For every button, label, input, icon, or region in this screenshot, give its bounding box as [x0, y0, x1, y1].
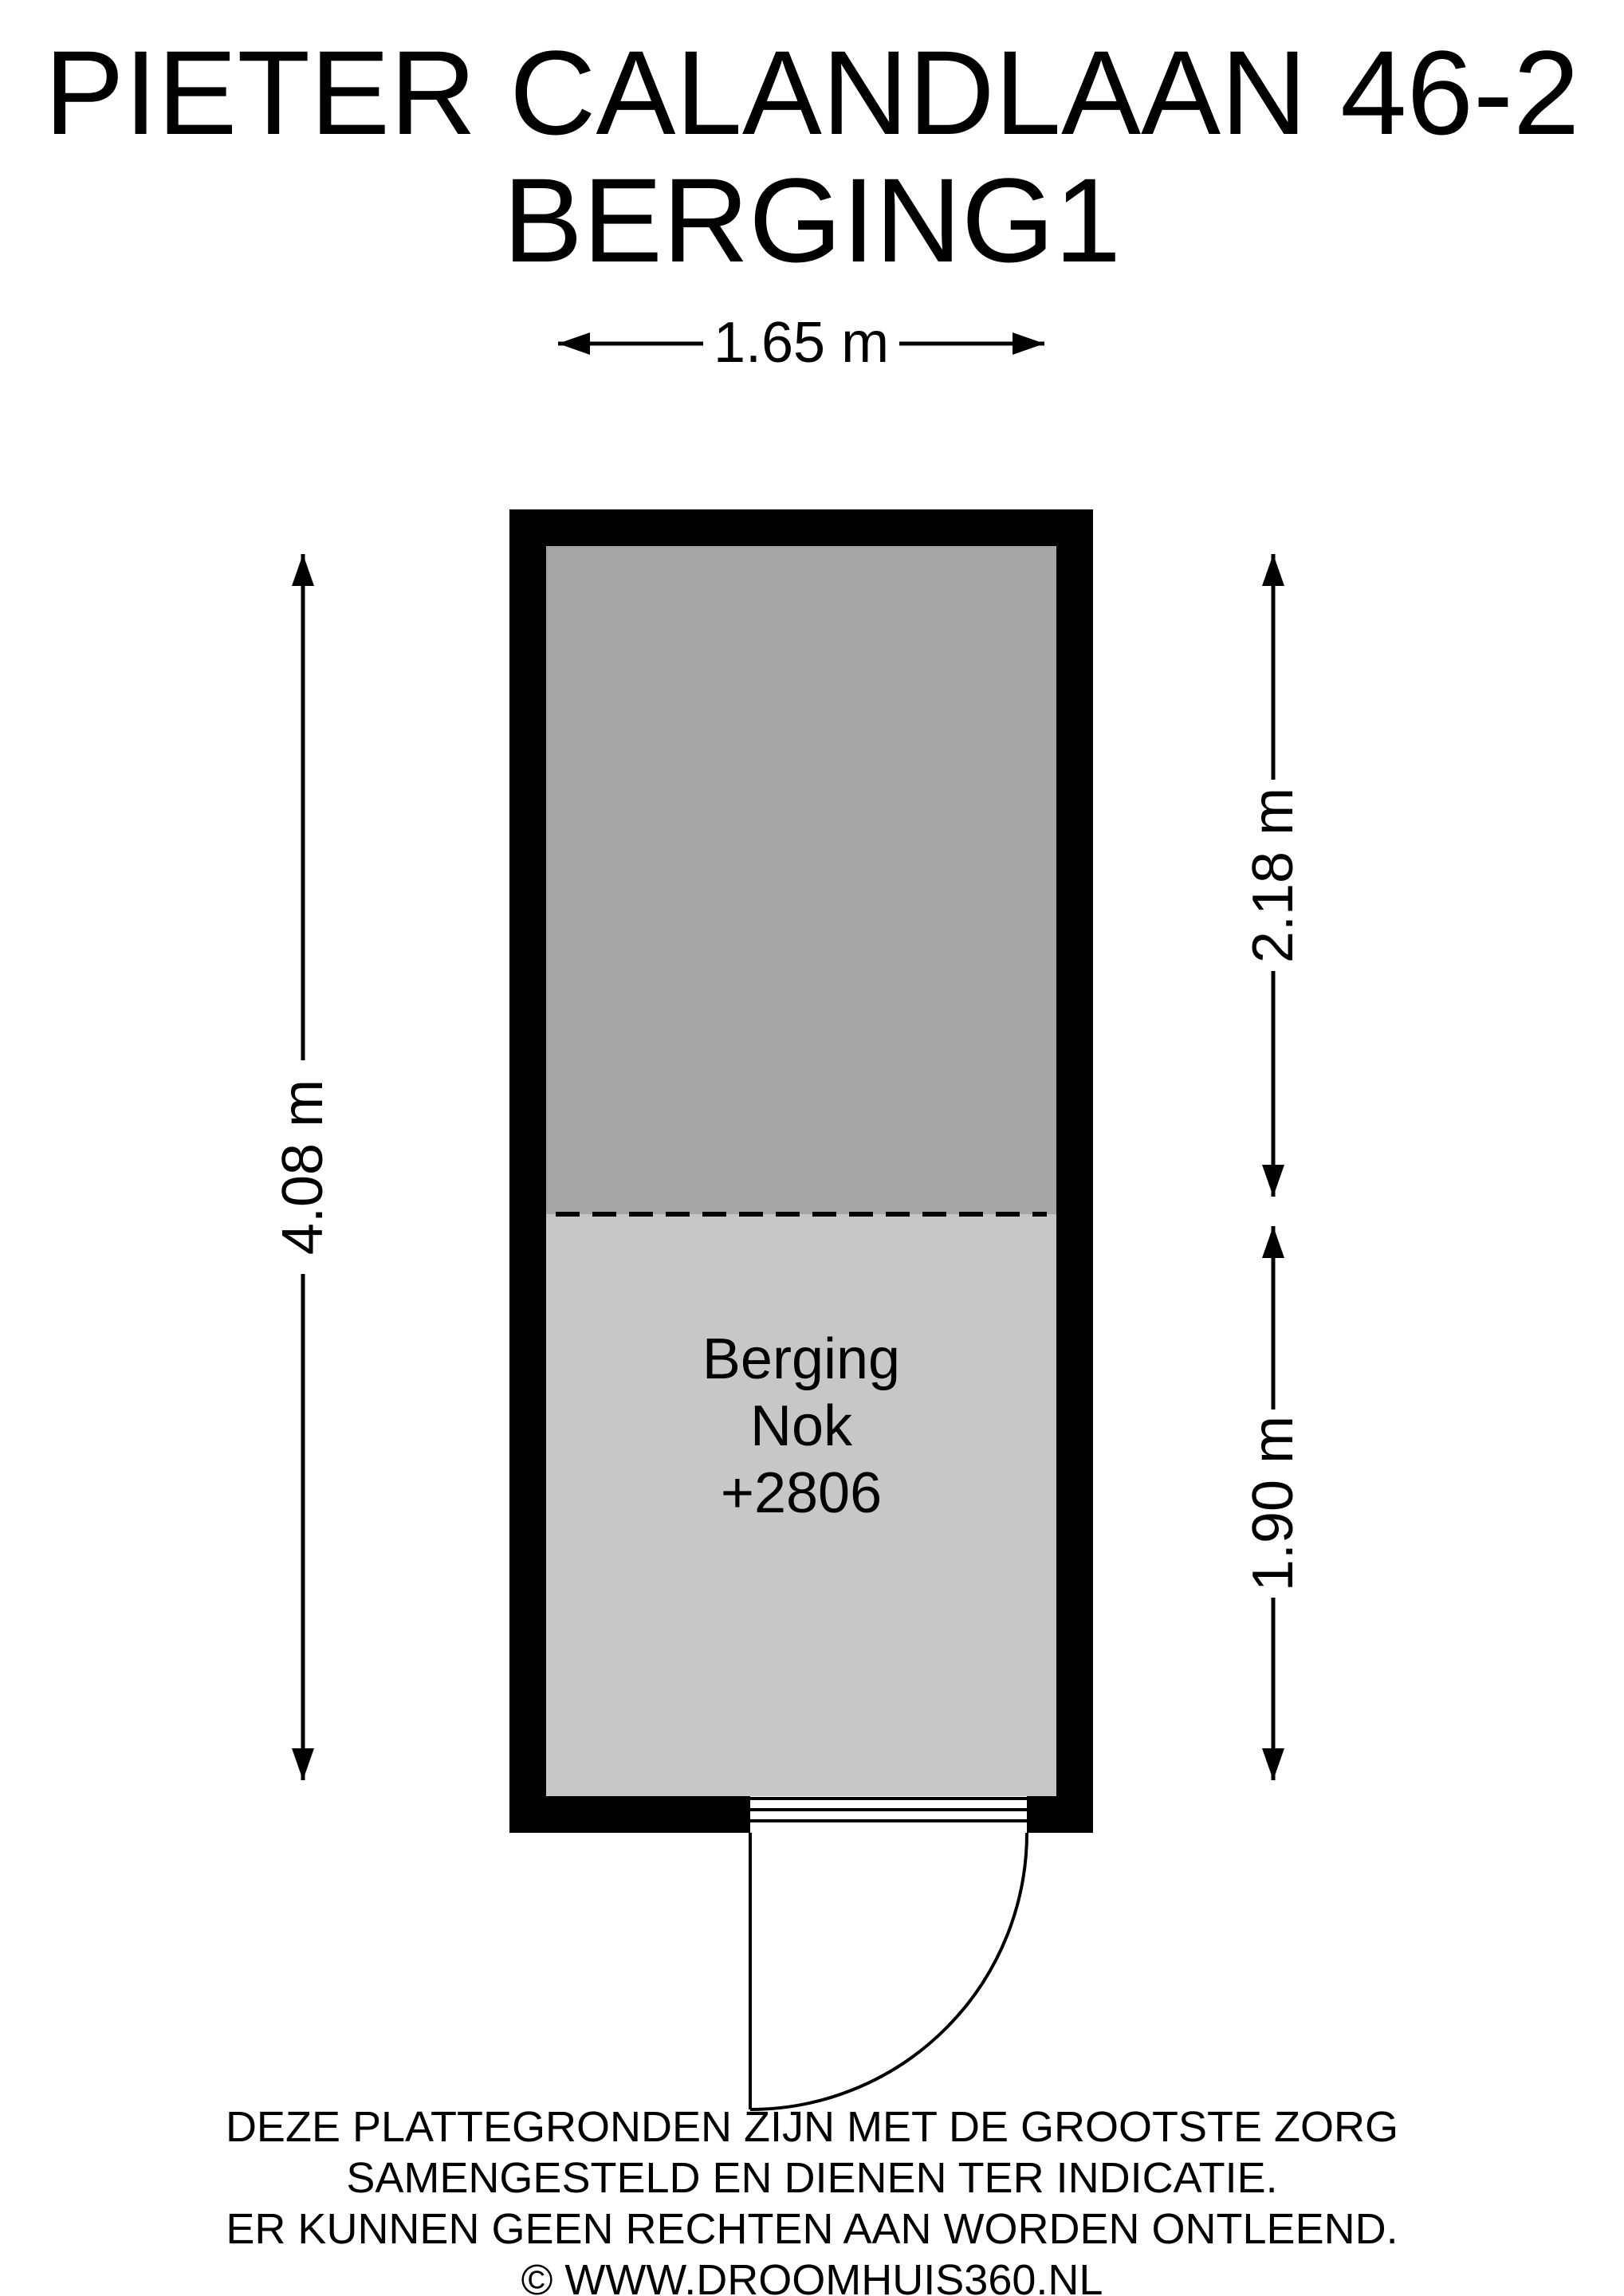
- room-label-name: Berging: [702, 1327, 901, 1391]
- footer-line: SAMENGESTELD EN DIENEN TER INDICATIE.: [346, 2154, 1278, 2202]
- arrowhead-down-icon: [1262, 1165, 1284, 1197]
- door-swing-arc: [749, 1832, 1028, 2111]
- room-label-height: +2806: [720, 1461, 883, 1525]
- room-label: Berging Nok +2806: [546, 1326, 1056, 1527]
- door-opening: [750, 1796, 1027, 1833]
- footer-line: © WWW.DROOMHUIS360.NL: [521, 2256, 1103, 2296]
- footer-disclaimer: DEZE PLATTEGRONDEN ZIJN MET DE GROOTSTE …: [0, 2101, 1624, 2296]
- room-upper-area: [546, 546, 1056, 1214]
- total-height-dimension-label: 4.08 m: [271, 1079, 335, 1256]
- room-label-nok: Nok: [749, 1394, 853, 1458]
- arrowhead-down-icon: [292, 1748, 314, 1780]
- width-dimension-label: 1.65 m: [713, 311, 890, 375]
- arrowhead-down-icon: [1262, 1748, 1284, 1780]
- page-title: PIETER CALANDLAAN 46-2 BERGING1: [0, 29, 1624, 284]
- footer-line: DEZE PLATTEGRONDEN ZIJN MET DE GROOTSTE …: [225, 2103, 1399, 2151]
- room-lower-area: [546, 1214, 1056, 1796]
- page-title-room: BERGING1: [502, 153, 1122, 287]
- arrowhead-up-icon: [1262, 554, 1284, 586]
- arrowhead-up-icon: [292, 554, 314, 586]
- footer-line: ER KUNNEN GEEN RECHTEN AAN WORDEN ONTLEE…: [226, 2205, 1398, 2253]
- lower-height-dimension-label: 1.90 m: [1241, 1415, 1305, 1592]
- door: [749, 1832, 1028, 2111]
- arrowhead-up-icon: [1262, 1226, 1284, 1258]
- upper-height-dimension-label: 2.18 m: [1241, 787, 1305, 964]
- page-title-address: PIETER CALANDLAAN 46-2: [44, 26, 1580, 159]
